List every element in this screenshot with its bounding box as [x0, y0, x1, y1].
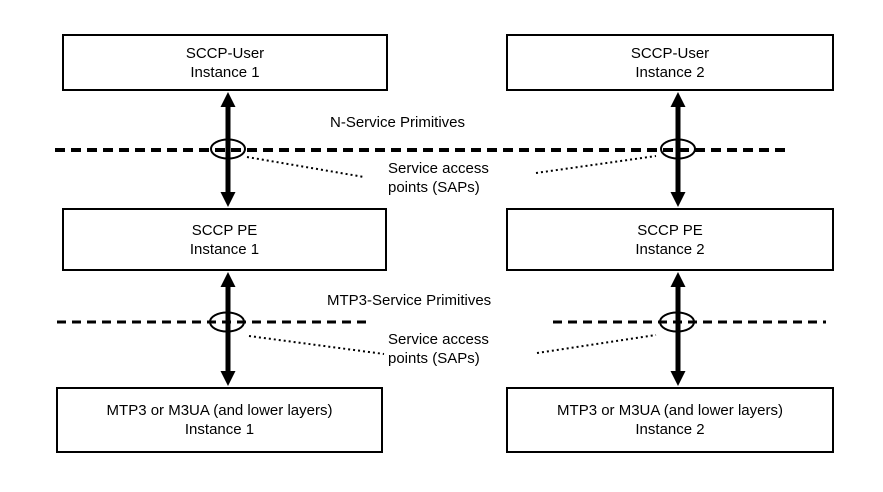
- label-service-access-points-bottom: Service access points (SAPs): [388, 330, 489, 368]
- box-label-line2: Instance 1: [190, 63, 260, 81]
- sap-ellipse-top-left: [210, 138, 246, 160]
- label-sap-bottom-line2: points (SAPs): [388, 350, 480, 367]
- box-label-line2: Instance 1: [184, 421, 255, 438]
- label-sap-top-line2: points (SAPs): [388, 179, 480, 196]
- box-sccp-pe-instance-1: SCCP PE Instance 1: [62, 208, 387, 271]
- label-mtp3-service-primitives: MTP3-Service Primitives: [327, 292, 492, 309]
- box-sccp-user-instance-1: SCCP-User Instance 1: [62, 34, 388, 91]
- box-label-line2: Instance 2: [635, 240, 705, 258]
- double-arrow-sccppe1-mtp31: [220, 272, 236, 386]
- double-arrow-sccpuser1-sccppe1: [220, 92, 236, 207]
- sap-leader-top-right: [535, 155, 657, 174]
- box-label-line2: Instance 1: [189, 240, 260, 258]
- sap-leader-bottom-left: [248, 335, 385, 355]
- sap-ellipse-bottom-right: [659, 311, 695, 333]
- box-label-line1: MTP3 or M3UA (and lower layers): [557, 402, 783, 419]
- box-label-line2: Instance 2: [635, 63, 705, 81]
- label-n-service-primitives: N-Service Primitives: [330, 114, 466, 131]
- box-label-line1: MTP3 or M3UA (and lower layers): [106, 402, 333, 419]
- sap-leader-bottom-right: [536, 334, 657, 354]
- box-mtp3-m3ua-instance-2: MTP3 or M3UA (and lower layers) Instance…: [506, 387, 834, 453]
- label-service-access-points-top: Service access points (SAPs): [388, 159, 489, 197]
- label-sap-bottom-line1: Service access: [388, 331, 489, 348]
- box-label-line1: SCCP-User: [630, 44, 710, 62]
- sap-ellipse-bottom-left: [209, 311, 245, 333]
- sap-leader-top-left: [246, 156, 365, 178]
- box-label-line1: SCCP PE: [191, 221, 258, 239]
- box-sccp-user-instance-2: SCCP-User Instance 2: [506, 34, 834, 91]
- sap-ellipse-top-right: [660, 138, 696, 160]
- double-arrow-sccppe2-mtp32: [670, 272, 686, 386]
- double-arrow-sccpuser2-sccppe2: [670, 92, 686, 207]
- box-label-line1: SCCP PE: [637, 221, 703, 239]
- box-label-line2: Instance 2: [635, 421, 705, 438]
- box-mtp3-m3ua-instance-1: MTP3 or M3UA (and lower layers) Instance…: [56, 387, 383, 453]
- box-sccp-pe-instance-2: SCCP PE Instance 2: [506, 208, 834, 271]
- box-label-line1: SCCP-User: [185, 44, 265, 62]
- label-sap-top-line1: Service access: [388, 160, 489, 177]
